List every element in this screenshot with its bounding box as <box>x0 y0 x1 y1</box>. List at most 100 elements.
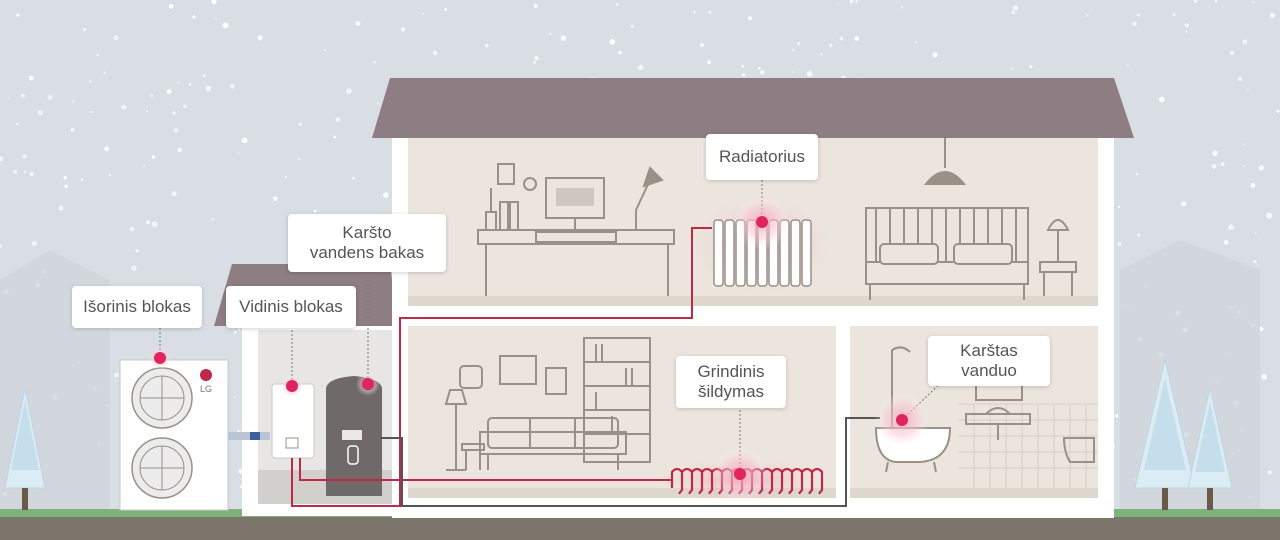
snowflake <box>108 173 111 176</box>
snowflake <box>104 146 110 152</box>
snowflake <box>146 110 149 113</box>
snowflake <box>89 80 92 83</box>
snowflake <box>1269 12 1275 18</box>
snowflake <box>324 49 327 51</box>
snowflake <box>37 109 43 116</box>
outdoor-unit-icon: LG <box>119 359 229 511</box>
snowflake <box>1220 162 1225 166</box>
pendant-lamp-icon <box>923 138 967 185</box>
snowflake <box>849 0 854 4</box>
hotspot-hot-water-tank[interactable] <box>362 378 374 390</box>
snowflake <box>1115 414 1119 418</box>
label-hot-water-line2: vanduo <box>961 361 1017 380</box>
snowflake <box>58 205 64 211</box>
snowflake <box>129 226 135 232</box>
bed-icon <box>865 207 1029 300</box>
snowflake <box>22 154 27 159</box>
snowflake <box>1276 109 1280 113</box>
snowflake <box>637 64 644 71</box>
toilet-icon <box>1062 437 1095 463</box>
snowflake <box>8 97 11 99</box>
snowflake <box>64 184 68 189</box>
snowflake <box>1135 172 1139 176</box>
snowflake <box>708 10 712 14</box>
snowflake <box>1227 224 1234 231</box>
snowflake <box>1253 260 1257 264</box>
snowflake <box>630 24 634 28</box>
snowflake <box>377 102 380 105</box>
label-hot-water-tank[interactable]: Karšto vandens bakas <box>288 214 446 272</box>
snowflake <box>131 265 137 271</box>
snowflake <box>1250 183 1256 188</box>
snowflake <box>135 249 139 253</box>
snowflake <box>806 71 813 77</box>
snowflake <box>234 330 237 334</box>
snowflake <box>229 83 235 89</box>
picture-frames-icon <box>459 355 567 395</box>
tree-left-icon <box>4 387 46 510</box>
snowflake <box>298 122 302 126</box>
snowflake <box>1193 0 1198 3</box>
tree-right-large-icon <box>1134 359 1196 510</box>
snowflake <box>182 104 187 109</box>
snowflake <box>432 50 438 56</box>
label-floor-heating[interactable]: Grindinis šildymas <box>676 356 786 408</box>
snowflake <box>1172 13 1176 17</box>
label-floor-heating-line2: šildymas <box>697 382 765 401</box>
snowflake <box>241 137 248 144</box>
snowflake <box>829 43 833 48</box>
snowflake <box>234 396 236 399</box>
snowflake <box>47 94 53 100</box>
label-hot-water-tank-line2: vandens bakas <box>309 243 425 262</box>
snowflake <box>748 16 752 21</box>
desk-icon <box>477 163 675 296</box>
label-hot-water[interactable]: Karštas vanduo <box>928 336 1050 386</box>
hotspot-floor-heating[interactable] <box>734 468 746 480</box>
snowflake <box>1242 39 1248 45</box>
snowflake <box>28 75 34 81</box>
snowflake <box>618 50 622 55</box>
snowflake <box>16 122 19 125</box>
hotspot-outdoor-unit[interactable] <box>154 352 166 364</box>
snowflake <box>151 155 156 159</box>
snowflake <box>151 221 158 228</box>
label-radiator[interactable]: Radiatorius <box>706 134 818 180</box>
snowflake <box>257 35 263 41</box>
label-hot-water-line1: Karštas <box>960 341 1018 360</box>
snowflake <box>373 61 377 64</box>
snowflake <box>80 178 84 181</box>
snowflake <box>150 94 154 98</box>
label-outdoor-unit-text: Išorinis blokas <box>83 297 191 316</box>
snowflake <box>103 71 106 74</box>
hotspot-hot-water[interactable] <box>896 414 908 426</box>
snowflake <box>335 117 341 122</box>
snowflake <box>1126 64 1129 67</box>
refrigerant-pipe <box>228 432 270 440</box>
snowflake <box>1137 233 1141 237</box>
hotspot-indoor-unit[interactable] <box>286 380 298 392</box>
snowflake <box>383 192 389 198</box>
label-indoor-unit[interactable]: Vidinis blokas <box>226 286 356 328</box>
snowflake <box>1029 65 1033 69</box>
label-outdoor-unit[interactable]: Išorinis blokas <box>72 286 202 328</box>
snowflake <box>172 111 176 115</box>
hotspot-radiator[interactable] <box>756 216 768 228</box>
snowflake <box>444 7 447 11</box>
snowflake <box>214 17 217 20</box>
snowflake <box>900 6 903 9</box>
hot-water-tank-icon <box>326 376 382 496</box>
snowflake <box>29 171 34 176</box>
snowflake <box>699 42 705 48</box>
snowflake <box>222 22 229 29</box>
snowflake <box>1243 143 1246 146</box>
snowflake <box>121 104 127 110</box>
snowflake <box>192 15 196 19</box>
snowflake <box>173 128 179 133</box>
snowflake <box>31 240 37 246</box>
snowflake <box>1012 5 1018 11</box>
snowflake <box>1011 10 1016 15</box>
snowflake <box>1267 470 1272 475</box>
snowflake <box>1266 212 1273 219</box>
snowflake <box>914 41 917 43</box>
snowflake <box>560 35 567 41</box>
